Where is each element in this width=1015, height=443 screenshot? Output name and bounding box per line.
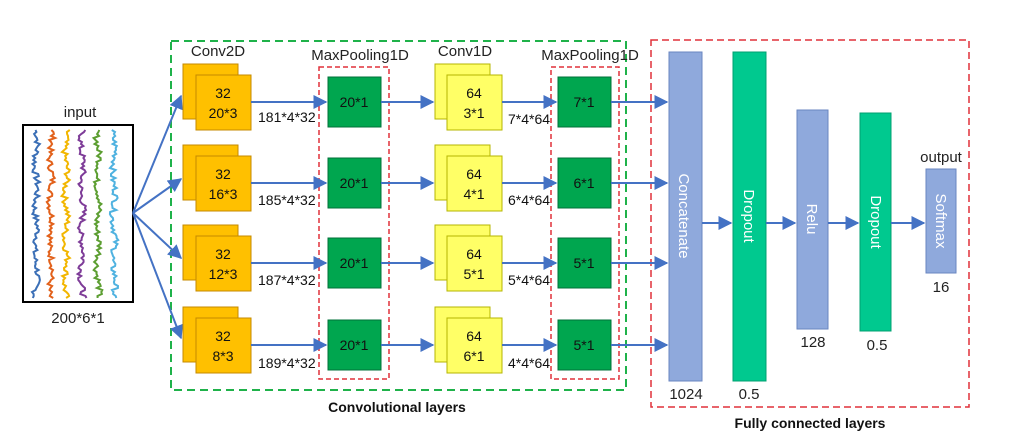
row-4: 32 8*3 189*4*32 20*1 64 6*1 4*4*64 5*1 bbox=[182, 306, 669, 374]
fc-layers-group bbox=[650, 39, 970, 408]
signal-trace bbox=[30, 129, 43, 299]
input-arrow-row-2 bbox=[132, 178, 183, 214]
maxpool1d-header-b: MaxPooling1D bbox=[541, 47, 639, 64]
pool1-block bbox=[327, 319, 382, 371]
conv2d-kernel: 8*3 bbox=[212, 348, 233, 364]
relu-size: 128 bbox=[800, 334, 825, 351]
conv-layers-caption: Convolutional layers bbox=[328, 399, 466, 415]
input-arrow-row-3 bbox=[132, 212, 183, 259]
conv2d-block bbox=[195, 155, 252, 212]
conv2d-output-shape: 181*4*32 bbox=[258, 109, 316, 125]
dropout-rate-2: 0.5 bbox=[867, 337, 888, 354]
pool2-size: 5*1 bbox=[573, 255, 594, 271]
pool2-block bbox=[557, 76, 612, 128]
conv1d-kernel: 6*1 bbox=[463, 348, 484, 364]
signal-trace bbox=[108, 129, 120, 299]
dropout-layer-1 bbox=[732, 51, 767, 382]
dropout-layer-2 bbox=[859, 112, 892, 332]
conv2d-output-shape: 187*4*32 bbox=[258, 272, 316, 288]
pool1-block bbox=[327, 76, 382, 128]
softmax-layer bbox=[925, 168, 957, 274]
conv1d-output-shape: 4*4*64 bbox=[508, 355, 550, 371]
conv2d-kernel: 20*3 bbox=[209, 105, 238, 121]
pool2-block bbox=[557, 237, 612, 289]
relu-label: Relu bbox=[803, 204, 820, 235]
conv1d-output-shape: 7*4*64 bbox=[508, 111, 550, 127]
row-3: 32 12*3 187*4*32 20*1 64 5*1 5*4*64 5*1 bbox=[182, 224, 669, 292]
maxpool-b-group bbox=[550, 66, 620, 380]
pool2-size: 5*1 bbox=[573, 337, 594, 353]
conv2d-filters: 32 bbox=[215, 246, 231, 262]
signal-trace bbox=[45, 129, 58, 299]
dropout-rate-1: 0.5 bbox=[739, 386, 760, 403]
signal-trace bbox=[59, 129, 72, 299]
conv1d-filters: 64 bbox=[466, 85, 482, 101]
conv1d-filters: 64 bbox=[466, 246, 482, 262]
row-2: 32 16*3 185*4*32 20*1 64 4*1 6*4*64 6*1 bbox=[182, 144, 669, 212]
pool2-size: 7*1 bbox=[573, 94, 594, 110]
pool1-size: 20*1 bbox=[340, 175, 369, 191]
conv1d-kernel: 3*1 bbox=[463, 105, 484, 121]
relu-layer bbox=[796, 109, 829, 330]
conv1d-output-shape: 5*4*64 bbox=[508, 272, 550, 288]
conv1d-block bbox=[446, 74, 503, 131]
conv1d-block bbox=[446, 235, 503, 292]
pool1-size: 20*1 bbox=[340, 337, 369, 353]
dropout-label-2: Dropout bbox=[867, 195, 884, 249]
conv2d-kernel: 16*3 bbox=[209, 186, 238, 202]
signal-trace bbox=[91, 129, 104, 299]
conv2d-filters: 32 bbox=[215, 85, 231, 101]
conv1d-block bbox=[446, 155, 503, 212]
output-label: output bbox=[920, 149, 963, 166]
conv-layers-group bbox=[170, 40, 627, 391]
pool2-size: 6*1 bbox=[573, 175, 594, 191]
conv1d-filters: 64 bbox=[466, 166, 482, 182]
conv1d-output-shape: 6*4*64 bbox=[508, 192, 550, 208]
input-arrow-row-4 bbox=[132, 212, 184, 340]
conv2d-output-shape: 185*4*32 bbox=[258, 192, 316, 208]
pool1-size: 20*1 bbox=[340, 255, 369, 271]
concatenate-layer bbox=[668, 51, 703, 382]
conv1d-header: Conv1D bbox=[438, 43, 492, 60]
conv1d-kernel: 4*1 bbox=[463, 186, 484, 202]
input-signals bbox=[30, 129, 120, 299]
conv2d-block bbox=[195, 74, 252, 131]
conv1d-block bbox=[446, 317, 503, 374]
signal-trace bbox=[75, 129, 88, 299]
conv2d-filters: 32 bbox=[215, 166, 231, 182]
conv2d-block bbox=[195, 317, 252, 374]
conv2d-filters: 32 bbox=[215, 328, 231, 344]
input-arrow-row-1 bbox=[132, 94, 183, 214]
softmax-label: Softmax bbox=[932, 193, 949, 249]
fc-layers-caption: Fully connected layers bbox=[735, 415, 886, 431]
conv2d-kernel: 12*3 bbox=[209, 266, 238, 282]
concatenate-size: 1024 bbox=[669, 386, 702, 403]
maxpool-a-group bbox=[318, 66, 390, 380]
conv2d-header: Conv2D bbox=[191, 43, 245, 60]
pool2-block bbox=[557, 319, 612, 371]
conv1d-filters: 64 bbox=[466, 328, 482, 344]
concatenate-label: Concatenate bbox=[675, 173, 692, 258]
input-dims: 200*6*1 bbox=[51, 310, 104, 327]
input-label: input bbox=[64, 104, 97, 121]
conv2d-block bbox=[195, 235, 252, 292]
softmax-size: 16 bbox=[933, 279, 950, 296]
dropout-label-1: Dropout bbox=[740, 189, 757, 243]
row-1: 32 20*3 181*4*32 20*1 64 3*1 7*4*64 7*1 bbox=[182, 63, 669, 131]
pool1-size: 20*1 bbox=[340, 94, 369, 110]
conv1d-kernel: 5*1 bbox=[463, 266, 484, 282]
maxpool1d-header-a: MaxPooling1D bbox=[311, 47, 409, 64]
conv2d-output-shape: 189*4*32 bbox=[258, 355, 316, 371]
